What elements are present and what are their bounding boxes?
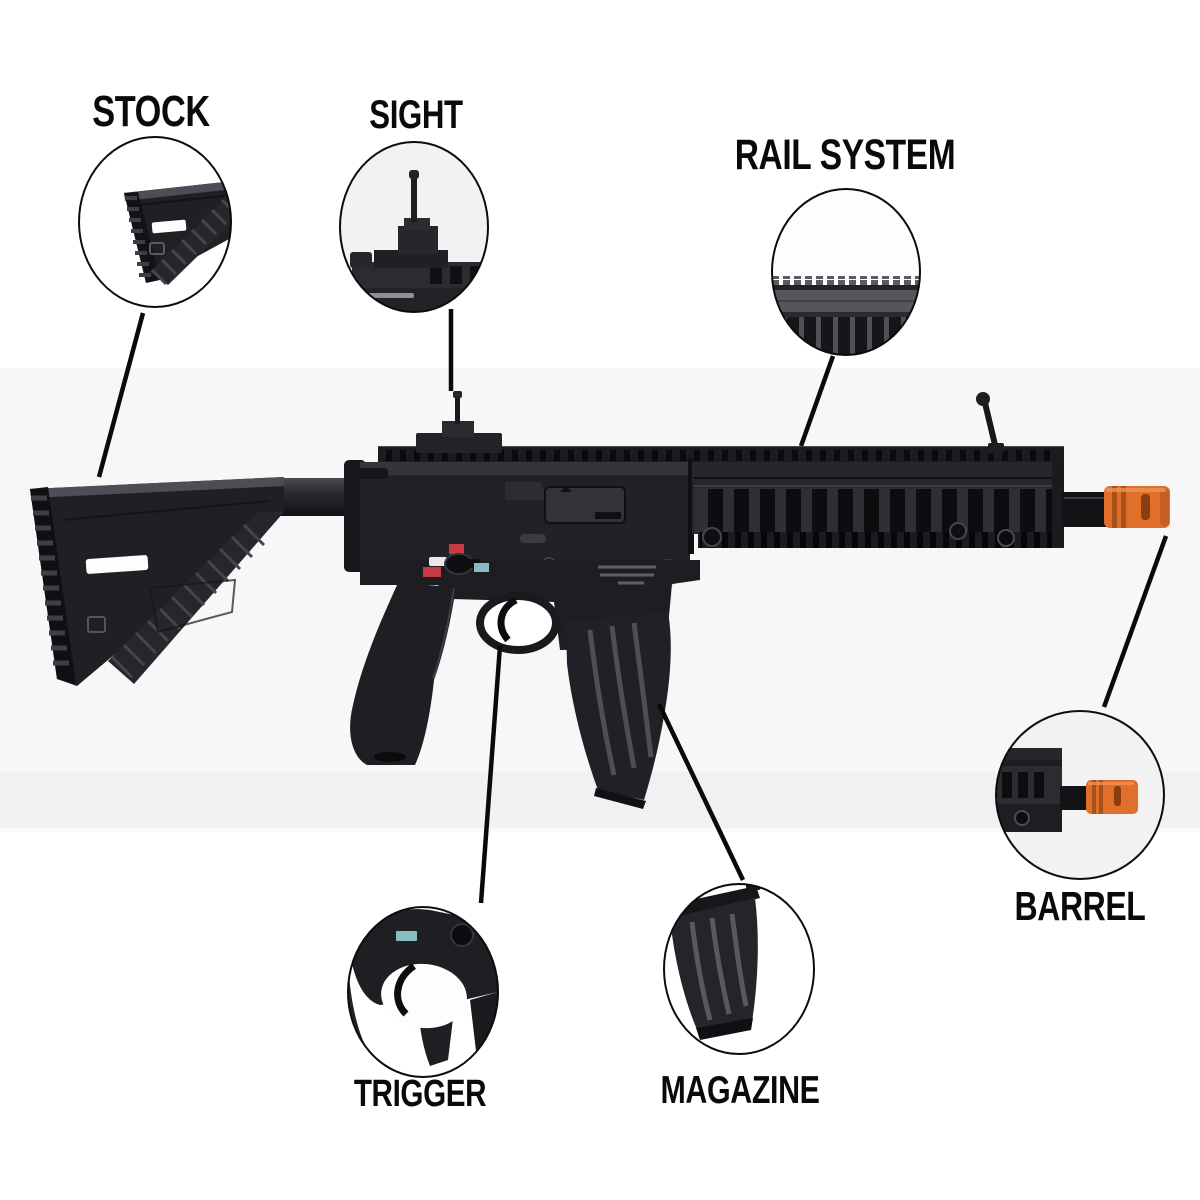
rifle-stock — [30, 477, 284, 686]
rifle-magazine — [566, 612, 671, 809]
rifle-rear-sight — [416, 391, 502, 453]
rifle-illustration — [30, 391, 1170, 809]
rifle-trigger-guard — [476, 592, 560, 654]
label-rail-system: RAIL SYSTEM — [734, 131, 956, 179]
rifle-handguard-rail — [688, 458, 1064, 554]
callout-circle-stock — [78, 136, 232, 308]
label-barrel: BARREL — [1014, 883, 1146, 929]
barrel-closeup — [996, 748, 1138, 832]
rifle-upper-receiver — [356, 462, 690, 585]
callout-lines — [96, 309, 1169, 904]
rifle-barrel — [976, 392, 1170, 528]
label-magazine: MAGAZINE — [660, 1069, 820, 1112]
callout-circle-rail-system — [771, 188, 921, 356]
label-stock: STOCK — [92, 87, 210, 136]
callout-circle-sight — [339, 141, 489, 313]
label-trigger: TRIGGER — [353, 1073, 487, 1115]
rifle-muzzle-tip — [1104, 486, 1170, 528]
callout-circle-trigger — [347, 906, 499, 1078]
label-sight: SIGHT — [369, 93, 463, 137]
rifle-front-sight — [976, 392, 1004, 453]
rifle-top-rail — [378, 446, 1064, 463]
callout-line-rail-system — [798, 355, 836, 447]
rifle-trigger — [497, 596, 518, 643]
callout-circle-magazine — [663, 883, 815, 1055]
rifle-receiver-engraving — [598, 565, 656, 585]
rifle-pistol-grip — [350, 583, 456, 765]
callout-line-barrel — [1101, 535, 1169, 708]
callout-line-stock — [96, 312, 146, 478]
stock-closeup — [124, 180, 231, 286]
magazine-closeup — [664, 884, 761, 1040]
callout-line-trigger — [478, 645, 503, 904]
rail-system-closeup — [772, 276, 920, 355]
callout-line-magazine — [656, 703, 746, 881]
rifle-fire-selector — [423, 544, 489, 577]
callout-circle-barrel — [995, 710, 1165, 880]
